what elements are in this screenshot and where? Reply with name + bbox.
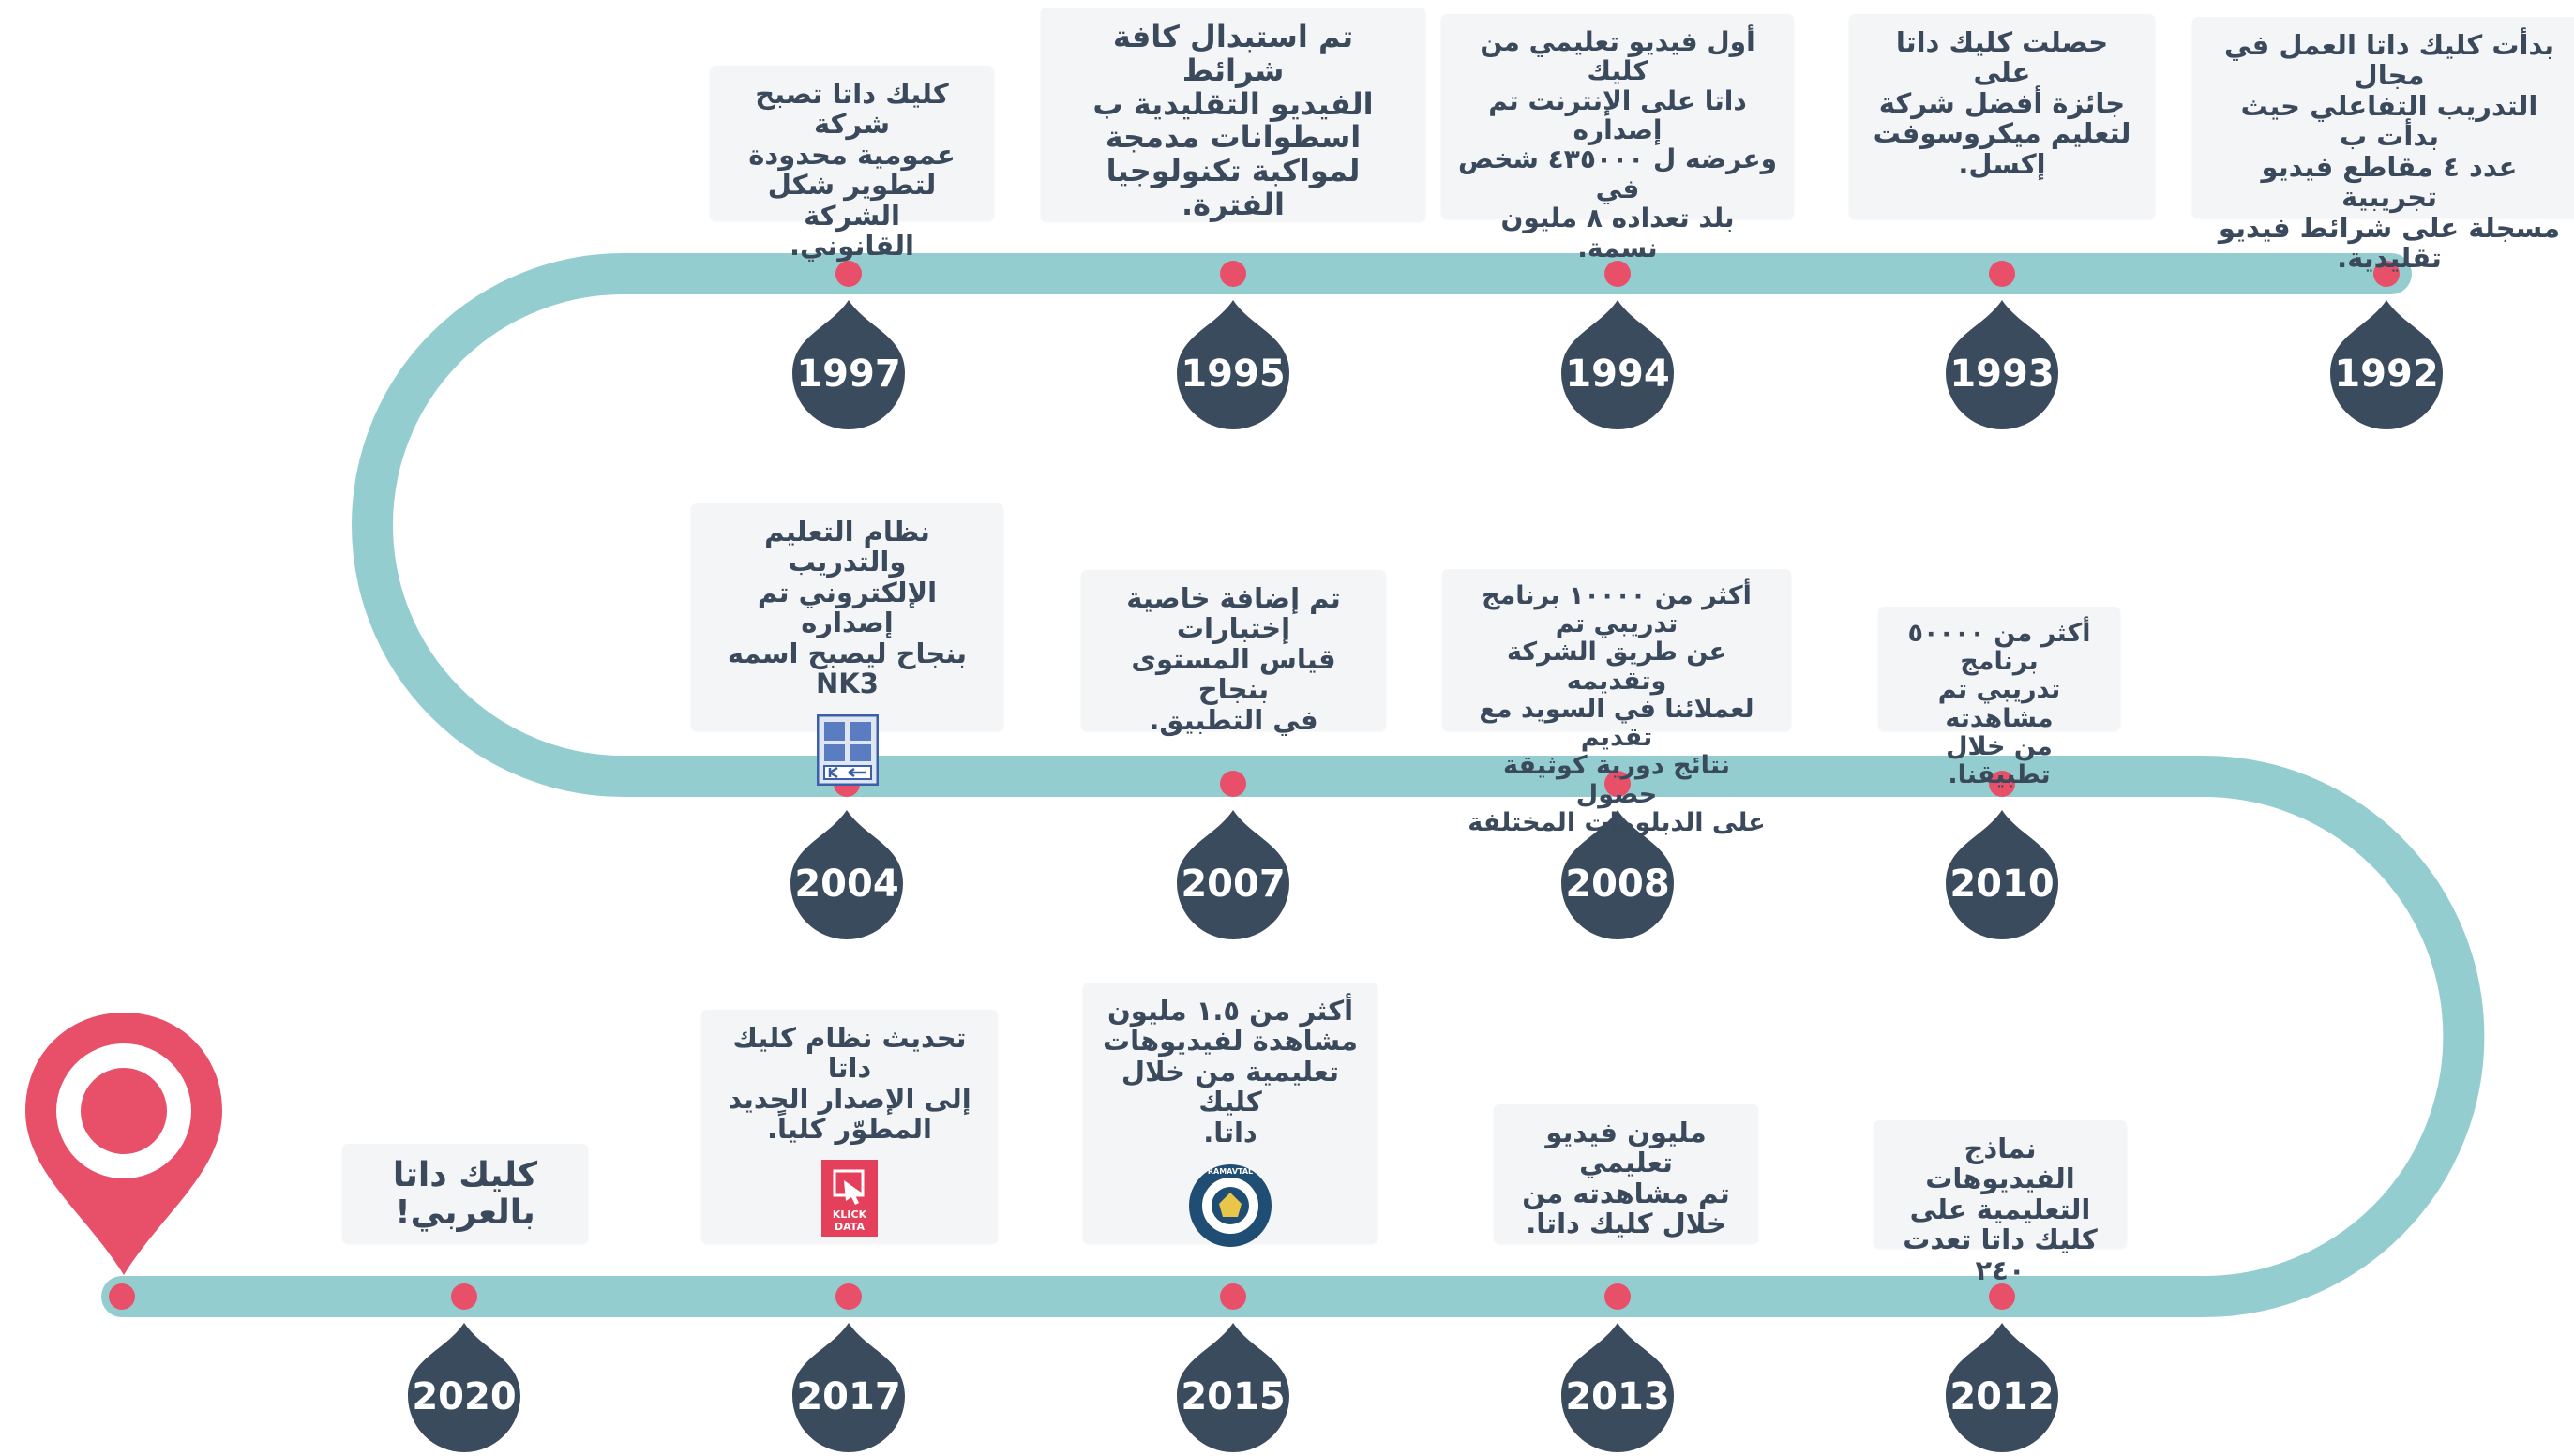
milestone-card: أكثر من ٥٠٠٠٠ برنامج تدريبي تم مشاهدته م… [1878,607,2120,789]
year-drop-marker [1177,1323,1289,1452]
year-label: 1997 [796,353,900,396]
milestone-dot [2373,261,2400,287]
milestone-card: تم إضافة خاصية إختبارات قياس المستوى بنج… [1081,570,1386,735]
logo-text-line2: DATA [835,1221,865,1233]
milestone-text: أكثر من ٥٠٠٠٠ برنامج تدريبي تم مشاهدته م… [1907,619,2091,790]
milestone-text: أول فيديو تعليمي من كليك داتا على الإنتر… [1458,26,1777,263]
year-label: 2010 [1949,863,2054,906]
year-drop-marker [792,300,905,429]
milestone-dot [1220,771,1246,797]
milestone-dot [1220,1283,1246,1310]
year-label: 2012 [1949,1375,2054,1418]
milestone-dot [1604,261,1631,287]
year-label: 2004 [794,863,898,906]
year-drop-marker [1561,300,1674,429]
year-label: 1993 [1949,353,2054,396]
year-drop-marker [408,1323,520,1452]
year-drop-marker [1561,1323,1674,1452]
milestone-text: تحديث نظام كليك داتا إلى الإصدار الجديد … [728,1022,971,1146]
year-label: 1995 [1181,353,1285,396]
milestone-card: أكثر من ١٠٠٠٠ برنامج تدريبي تم عن طريق ا… [1442,569,1791,837]
milestone-card: تم استبدال كافة شرائط الفيديو التقليدية … [1041,8,1425,221]
milestone-card: نظام التعليم والتدريب الإلكتروني تم إصدا… [691,503,1003,786]
year-label: 2013 [1565,1375,1669,1418]
milestone-dot [451,1283,477,1310]
milestone-dot [1989,1283,2015,1310]
milestone-dot [1220,261,1246,287]
timeline-track [101,253,2485,1317]
year-label: 2020 [412,1375,516,1418]
milestone-card: أول فيديو تعليمي من كليك داتا على الإنتر… [1441,14,1794,263]
milestone-card: نماذج الفيديوهات التعليمية على كليك داتا… [1874,1120,2127,1285]
location-pin-icon [25,1013,222,1275]
milestone-card: حصلت كليك داتا على جائزة أفضل شركة لتعلي… [1849,14,2155,218]
klick-data-logo-icon: KLICK DATA [821,1159,878,1237]
year-drop-marker [1177,810,1289,939]
year-drop-marker [790,810,903,939]
year-label: 1994 [1565,353,1669,396]
year-drop-marker [1561,810,1674,939]
milestone-dot [1604,1283,1631,1310]
timeline-start-dot [109,1283,135,1310]
milestone-text: مليون فيديو تعليمي تم مشاهدته من خلال كل… [1522,1117,1730,1240]
milestone-card: كليك داتا بالعربي! [342,1144,588,1243]
milestone-card: بدأت كليك داتا العمل في مجال التدريب الت… [2192,17,2574,274]
milestone-dot [1604,771,1631,797]
milestone-card: مليون فيديو تعليمي تم مشاهدته من خلال كل… [1494,1104,1758,1243]
seal-text: RAMAVTAL [1208,1167,1253,1176]
milestone-text: نماذج الفيديوهات التعليمية على كليك داتا… [1903,1133,2098,1286]
milestone-text: حصلت كليك داتا على جائزة أفضل شركة لتعلي… [1873,26,2131,180]
milestone-dot [835,261,862,287]
logo-text-line1: KLICK [833,1208,867,1221]
milestone-text: أكثر من ١.٥ مليون مشاهدة لفيديوهات تعليم… [1103,995,1358,1148]
nk3-window-icon [816,713,879,786]
milestone-dot [835,1283,862,1310]
milestone-text: كليك داتا تصبح شركة عمومية محدودة لتطوير… [748,78,956,263]
year-drop-marker [1946,300,2058,429]
milestone-card: أكثر من ١.٥ مليون مشاهدة لفيديوهات تعليم… [1083,983,1377,1248]
year-label: 2008 [1565,863,1669,906]
year-drop-marker [1946,1323,2058,1452]
year-label: 2015 [1181,1375,1285,1418]
milestone-dot [1989,771,2015,797]
year-drop-marker [1946,810,2058,939]
milestone-text: أكثر من ١٠٠٠٠ برنامج تدريبي تم عن طريق ا… [1468,581,1766,837]
year-label: 2007 [1181,863,1285,906]
milestone-text: نظام التعليم والتدريب الإلكتروني تم إصدا… [727,516,968,700]
year-drop-marker [2330,300,2443,429]
milestone-text: تم استبدال كافة شرائط الفيديو التقليدية … [1092,19,1374,223]
year-label: 2017 [796,1375,900,1418]
milestone-text: تم إضافة خاصية إختبارات قياس المستوى بنج… [1126,582,1341,736]
year-label: 1992 [2334,353,2438,396]
ramavtal-seal-icon: RAMAVTAL [1189,1164,1272,1248]
milestone-text: بدأت كليك داتا العمل في مجال التدريب الت… [2218,29,2561,275]
milestone-card: تحديث نظام كليك داتا إلى الإصدار الجديد … [701,1010,998,1243]
milestone-dot [1989,261,2015,287]
milestone-card: كليك داتا تصبح شركة عمومية محدودة لتطوير… [710,66,994,262]
year-drop-marker [1177,300,1289,429]
milestone-text: كليك داتا بالعربي! [392,1156,538,1233]
year-drop-marker [792,1323,905,1452]
